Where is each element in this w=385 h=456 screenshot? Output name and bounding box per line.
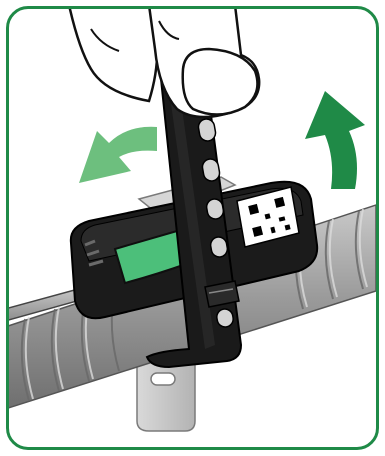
illustration-frame [6, 6, 379, 450]
install-illustration [9, 9, 376, 447]
arrow-down-curved-icon [79, 127, 157, 183]
arrow-up-curved-icon [305, 91, 365, 189]
